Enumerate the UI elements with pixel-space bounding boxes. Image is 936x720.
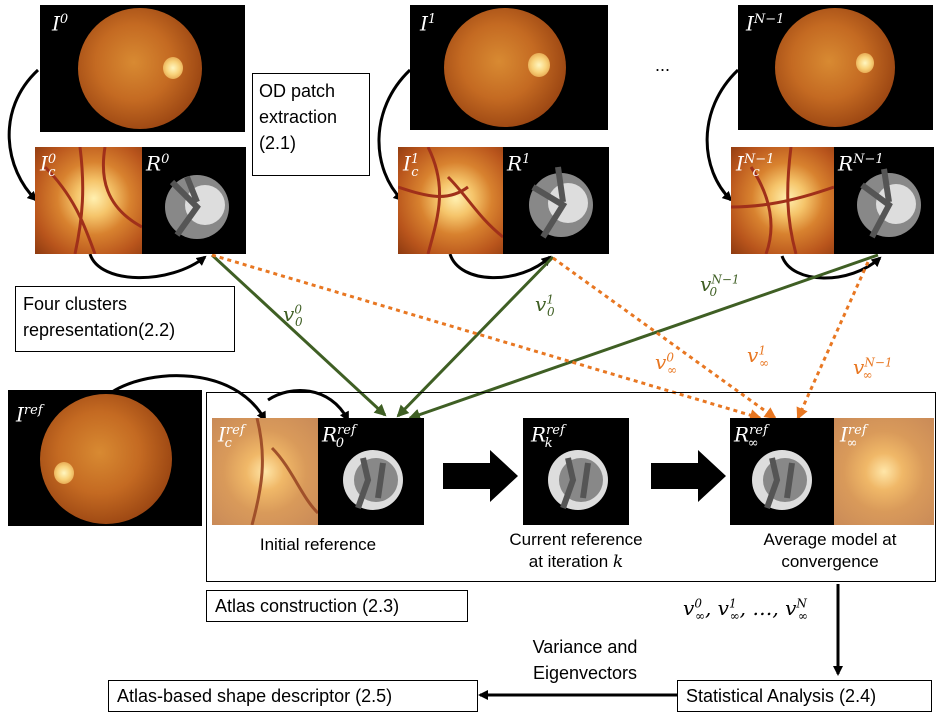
variance-eigenvectors-label: Variance and Eigenvectors	[532, 637, 638, 683]
green-arrow-N	[408, 253, 879, 421]
shape-descriptor-box: Atlas-based shape descriptor (2.5)	[108, 680, 478, 712]
block-arrow-1	[443, 450, 518, 502]
mask-n: RN−1	[834, 147, 934, 254]
label-icn: IN−1c	[736, 151, 775, 180]
od-patch-extraction-box: OD patch extraction (2.1)	[252, 73, 370, 176]
green-arrow-0	[210, 253, 387, 417]
four-clusters-box: Four clusters representation(2.2)	[15, 286, 235, 352]
label-v0-n: vN−10	[700, 272, 740, 299]
label-v0-1: v10	[535, 292, 555, 319]
od-patch-1: I1c	[398, 147, 503, 254]
statistical-analysis-box: Statistical Analysis (2.4)	[677, 680, 932, 712]
label-vinf-1: v1∞	[747, 343, 769, 370]
caption-current-reference: Current reference at iteration k	[509, 530, 643, 572]
fundus-image-ref: Iref	[8, 390, 202, 526]
label-vinf-0: v0∞	[655, 350, 677, 377]
ref-mask-current: Rrefk	[523, 418, 629, 525]
vector-list: v0∞, v1∞, …, vN∞	[683, 596, 808, 623]
ref-patch: Irefc	[212, 418, 318, 525]
label-i0: I0	[52, 11, 69, 36]
label-i1: I1	[420, 11, 437, 36]
fundus-image-1: I1	[410, 5, 608, 130]
atlas-construction-box: Atlas construction (2.3)	[206, 590, 468, 622]
fundus-image-n: IN−1	[738, 5, 933, 130]
ref-curve-a	[111, 374, 267, 422]
label-in: IN−1	[746, 11, 785, 36]
mask-0: R0	[142, 147, 246, 254]
label-r0ref: Rref0	[322, 422, 356, 451]
od-patch-0: I0c	[35, 147, 142, 254]
average-patch: Iref∞	[834, 418, 934, 525]
label-iref: Iref	[16, 402, 43, 427]
label-rinfref: Rref∞	[734, 422, 768, 451]
ref-mask-converged: Rref∞	[730, 418, 834, 525]
label-v0-0: v00	[283, 302, 303, 329]
curve-arrow-N	[705, 68, 740, 202]
under-arrow-1	[448, 253, 552, 280]
od-patch-n: IN−1c	[731, 147, 834, 254]
green-arrow-1	[396, 255, 555, 418]
curve-arrow-1	[377, 68, 412, 202]
label-iinfref: Iref∞	[840, 422, 867, 451]
under-arrow-N	[780, 255, 882, 280]
orange-arrow-1	[552, 256, 777, 420]
caption-initial-reference: Initial reference	[259, 535, 377, 554]
label-ic1: I1c	[403, 151, 420, 180]
fundus-image-0: I0	[40, 5, 245, 132]
label-rn: RN−1	[838, 151, 884, 176]
curve-arrow-0	[7, 68, 40, 202]
label-ic0: I0c	[40, 151, 57, 180]
under-arrow-0	[88, 253, 207, 280]
mask-1: R1	[503, 147, 609, 254]
label-rkref: Rrefk	[531, 422, 565, 451]
label-icref: Irefc	[218, 422, 245, 451]
block-arrow-2	[651, 450, 726, 502]
label-vinf-n: vN−1∞	[853, 355, 893, 382]
ref-curve-b	[267, 389, 350, 422]
ref-mask-initial: Rref0	[318, 418, 424, 525]
label-r1: R1	[507, 151, 531, 176]
caption-average-model: Average model at convergence	[763, 530, 897, 571]
label-r0: R0	[146, 151, 170, 176]
ellipsis: ...	[655, 55, 671, 75]
